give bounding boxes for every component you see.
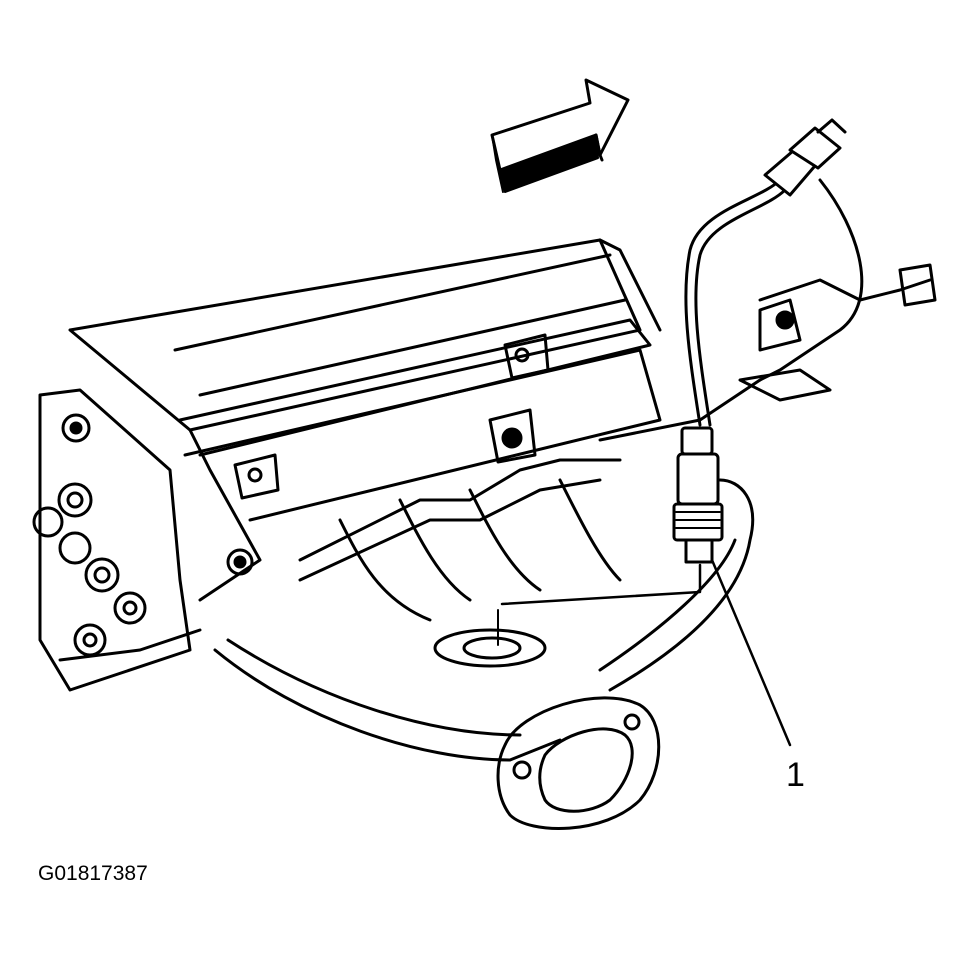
exhaust-manifold	[213, 458, 755, 830]
oxygen-sensor	[672, 118, 847, 564]
figure-id: G01817387	[38, 862, 148, 885]
leader-line-heat-shield	[500, 563, 702, 606]
engine-block	[32, 388, 202, 692]
callout-1-label: 1	[786, 756, 805, 794]
engine-intake-manifold	[68, 238, 662, 602]
callout-1-leader	[710, 558, 792, 747]
direction-arrow-icon	[490, 78, 630, 193]
